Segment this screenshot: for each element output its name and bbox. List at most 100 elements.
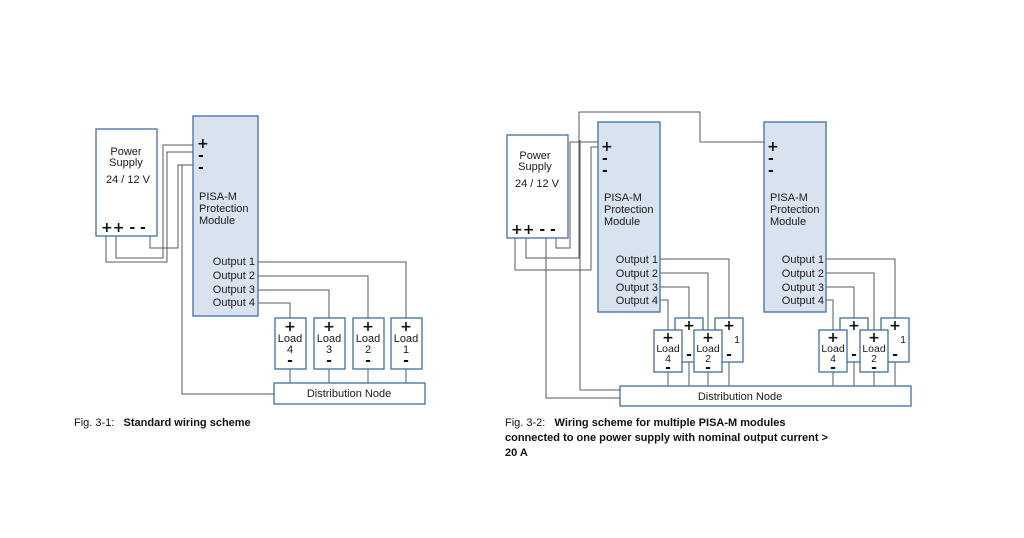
fig1-output-1: Output 1 [213,256,255,268]
fig2-module1-output-4: Output 4 [616,295,658,307]
fig2-diagram: Power Supply 24 / 12 V ++ - - + - - PISA… [506,111,912,407]
fig1-load-1-word: Load [394,333,418,345]
fig2-m1-load-4: + Load 4 - [653,329,683,376]
fig2-module2-line3: Module [770,216,806,228]
fig1-load-1: + Load 1 - [390,317,423,370]
fig2-m1-load-1-num: 1 [734,334,740,346]
fig2-m1-load-2: + Load 2 - [693,329,723,376]
fig2-module2-output-2: Output 2 [782,268,824,280]
fig2-ps-terminals: ++ - - [511,222,556,238]
fig2-m2-load-2-num: 2 [871,353,877,365]
fig1-output-4: Output 4 [213,297,255,309]
fig2-m1-load-1-plus: + [723,318,735,334]
fig1-load-1-plus: + [400,319,412,335]
fig1-protection-module [192,115,259,317]
fig1-distribution-node [273,382,426,405]
fig2-caption-prefix: Fig. 3-2: [505,417,546,429]
fig1-ps-line2: Supply [109,157,143,169]
fig2-m1-load-2-minus: - [705,360,711,376]
fig1-ps-line1: Power [110,146,142,158]
fig1-output-2: Output 2 [213,270,255,282]
fig1-load-2-num: 2 [365,344,371,356]
fig2-module2-minus2: - [768,163,774,179]
fig1-load-2-word: Load [356,333,380,345]
fig2-module1-minus1: - [602,151,608,167]
fig2-ps-line1: Power [519,150,551,162]
fig2-module2-line2: Protection [770,204,820,216]
fig1-load-4-minus: - [287,353,293,369]
fig2-m1-load-4-num: 4 [665,353,671,365]
fig2-power-supply [506,134,569,239]
fig2-module2-output-3: Output 3 [782,282,824,294]
fig2-module2-minus1: - [768,151,774,167]
fig1-load-4: + Load 4 - [274,317,307,370]
fig1-load-2-plus: + [362,319,374,335]
fig2-m1-load-2-plus: + [702,330,714,346]
fig1-output-3: Output 3 [213,284,255,296]
fig2-caption: Fig. 3-2: Wiring scheme for multiple PIS… [505,416,925,461]
fig2-m1-load-4-word: Load [656,343,680,355]
fig2-m1-load-3-minus: - [686,347,692,363]
fig2-m2-load-2: + Load 2 - [859,329,889,376]
fig2-m2-load-4-word: Load [821,343,845,355]
fig2-m1-load-3-plus: + [683,318,695,334]
fig2-m2-load-4-minus: - [830,360,836,376]
fig1-load-1-minus: - [403,353,409,369]
fig1-caption-prefix: Fig. 3-1: [74,417,115,429]
fig2-module2-output-1: Output 1 [782,254,824,266]
fig2-m2-load-1-minus: - [892,347,898,363]
fig2-m1-load-2-num: 2 [705,353,711,365]
fig2-m1-load-4-plus: + [662,330,674,346]
fig2-m2-load-4: + Load 4 - [818,329,848,376]
fig2-module1-line3: Module [604,216,640,228]
fig1-load-1-num: 1 [403,344,409,356]
fig1-load-2-minus: - [365,353,371,369]
fig2-m2-load-4-num: 4 [830,353,836,365]
fig1-module-minus1: - [198,148,204,164]
fig2-module1-output-1: Output 1 [616,254,658,266]
fig1-power-supply [95,128,158,237]
fig2-module1-line2: Protection [604,204,654,216]
fig1-load-3-num: 3 [326,344,332,356]
fig2-module2-output-4: Output 4 [782,295,824,307]
fig2-m2-load-3-plus: + [848,318,860,334]
fig2-m2-load-2-word: Load [862,343,886,355]
fig2-module1-minus2: - [602,163,608,179]
fig2-protection-module-2 [763,121,827,313]
fig1-load-4-word: Load [278,333,302,345]
fig2-distribution-node [619,385,912,407]
fig1-module-minus2: - [198,160,204,176]
fig1-ps-terminals: ++ - - [101,220,146,236]
fig1-load-4-plus: + [284,319,296,335]
fig2-m2-load-1-num: 1 [900,334,906,346]
fig2-m2-load-1-plus: + [889,318,901,334]
fig1-load-2: + Load 2 - [352,317,385,370]
fig1-ps-voltage: 24 / 12 V [106,174,151,186]
fig2-m2-load-2-minus: - [871,360,877,376]
fig2-module1-output-3: Output 3 [616,282,658,294]
fig1-load-3-word: Load [317,333,341,345]
fig2-module2-line1: PISA-M [770,192,808,204]
fig2-caption-title-line1: Wiring scheme for multiple PISA-M module… [554,417,786,429]
fig2-caption-title-line3: 20 A [505,447,528,459]
fig1-load-3-plus: + [323,319,335,335]
fig1-distribution-node-label: Distribution Node [307,388,391,400]
fig2-ps-voltage: 24 / 12 V [515,178,560,190]
fig2-ps-line2: Supply [518,161,552,173]
fig1-caption: Fig. 3-1: Standard wiring scheme [74,416,251,431]
fig1-diagram: Power Supply 24 / 12 V ++ - - + - - PISA… [95,115,426,405]
fig2-m2-load-3-minus: - [851,347,857,363]
fig2-module1-line1: PISA-M [604,192,642,204]
fig1-module-line2: Protection [199,203,249,215]
fig1-load-3-minus: - [326,353,332,369]
fig2-protection-module-1 [597,121,661,313]
fig1-load-4-num: 4 [287,344,293,356]
fig2-module1-output-2: Output 2 [616,268,658,280]
fig1-caption-title: Standard wiring scheme [123,417,251,429]
fig1-load-3: + Load 3 - [313,317,346,370]
fig1-module-plus: + [197,136,209,152]
fig2-m2-load-2-plus: + [868,330,880,346]
fig2-m1-load-1-minus: - [726,347,732,363]
fig1-module-line1: PISA-M [199,191,237,203]
